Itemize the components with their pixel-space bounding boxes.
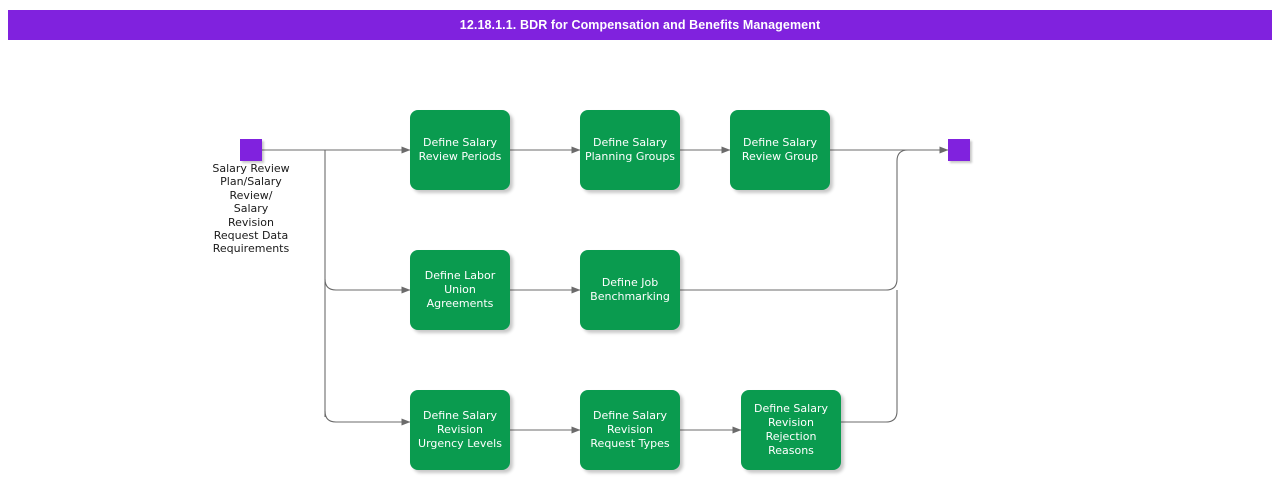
page-title-bar: 12.18.1.1. BDR for Compensation and Bene… bbox=[8, 10, 1272, 40]
edge-row3-merge bbox=[841, 290, 898, 423]
node-label: Define Salary Revision Rejection Reasons bbox=[754, 402, 828, 457]
edge-row2-merge bbox=[680, 149, 909, 291]
node-define-salary-revision-rejection-reasons[interactable]: Define Salary Revision Rejection Reasons bbox=[741, 390, 841, 470]
node-label: Define Salary Review Periods bbox=[418, 136, 502, 163]
node-label: Define Salary Review Group bbox=[741, 136, 819, 163]
edge-spine-to-row3 bbox=[324, 410, 411, 426]
node-label: Define Job Benchmarking bbox=[590, 276, 670, 303]
node-define-salary-review-periods[interactable]: Define Salary Review Periods bbox=[410, 110, 510, 190]
node-define-salary-planning-groups[interactable]: Define Salary Planning Groups bbox=[580, 110, 680, 190]
node-define-salary-review-group[interactable]: Define Salary Review Group bbox=[730, 110, 830, 190]
node-define-salary-revision-request-types[interactable]: Define Salary Revision Request Types bbox=[580, 390, 680, 470]
page-title: 12.18.1.1. BDR for Compensation and Bene… bbox=[459, 18, 821, 32]
node-define-job-benchmarking[interactable]: Define Job Benchmarking bbox=[580, 250, 680, 330]
start-node-label: Salary Review Plan/Salary Review/ Salary… bbox=[212, 162, 290, 256]
node-label: Define Labor Union Agreements bbox=[424, 269, 496, 310]
start-node[interactable] bbox=[240, 139, 262, 161]
end-node[interactable] bbox=[948, 139, 970, 161]
node-label: Define Salary Planning Groups bbox=[584, 136, 676, 163]
node-label: Define Salary Revision Request Types bbox=[590, 409, 670, 450]
node-label: Define Salary Revision Urgency Levels bbox=[418, 409, 502, 450]
node-define-labor-union-agreements[interactable]: Define Labor Union Agreements bbox=[410, 250, 510, 330]
node-define-salary-revision-urgency-levels[interactable]: Define Salary Revision Urgency Levels bbox=[410, 390, 510, 470]
edge-spine-to-row2 bbox=[324, 278, 411, 294]
